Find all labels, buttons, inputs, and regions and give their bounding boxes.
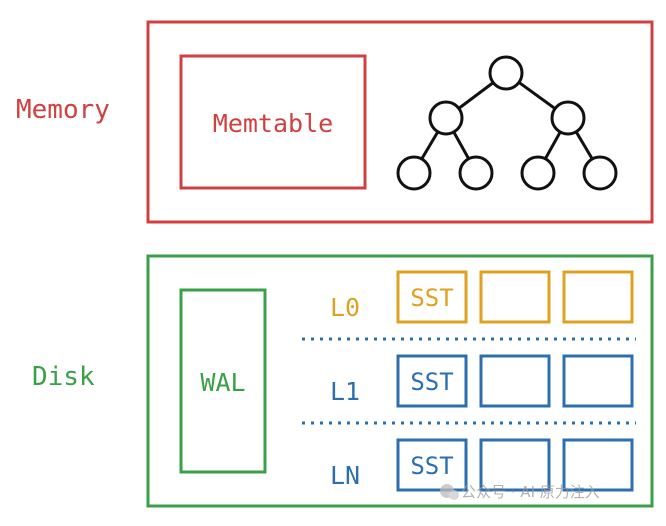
sst-block [562, 270, 634, 324]
disk-label: Disk [32, 362, 95, 392]
tree-node [582, 155, 618, 191]
sst-label: SST [410, 452, 453, 480]
sst-block [562, 438, 634, 492]
tree-node [396, 155, 432, 191]
level-label-l1: L1 [330, 377, 360, 406]
sst-block [479, 354, 551, 408]
sst-label: SST [410, 284, 453, 312]
memory-label: Memory [16, 95, 110, 125]
sst-label: SST [410, 368, 453, 396]
tree-node [488, 55, 524, 91]
memtable-label: Memtable [213, 109, 333, 138]
sst-block [396, 354, 468, 408]
memory-region [146, 20, 654, 224]
level-label-ln: LN [330, 461, 360, 490]
memtable-tree [396, 55, 618, 191]
watermark-text: 公众号 · AI 原力注入 [461, 483, 600, 501]
memtable-box [179, 54, 367, 190]
level-label-l0: L0 [330, 293, 360, 322]
tree-node [550, 100, 586, 136]
sst-block [396, 270, 468, 324]
disk-region [146, 254, 654, 508]
watermark: 公众号 · AI 原力注入 [440, 483, 600, 501]
sst-block [562, 354, 634, 408]
sst-block [479, 270, 551, 324]
wal-label: WAL [200, 368, 245, 397]
tree-node [458, 155, 494, 191]
tree-node [520, 155, 556, 191]
wal-box [179, 288, 267, 474]
sst-block [479, 438, 551, 492]
tree-node [428, 100, 464, 136]
sst-block [396, 438, 468, 492]
